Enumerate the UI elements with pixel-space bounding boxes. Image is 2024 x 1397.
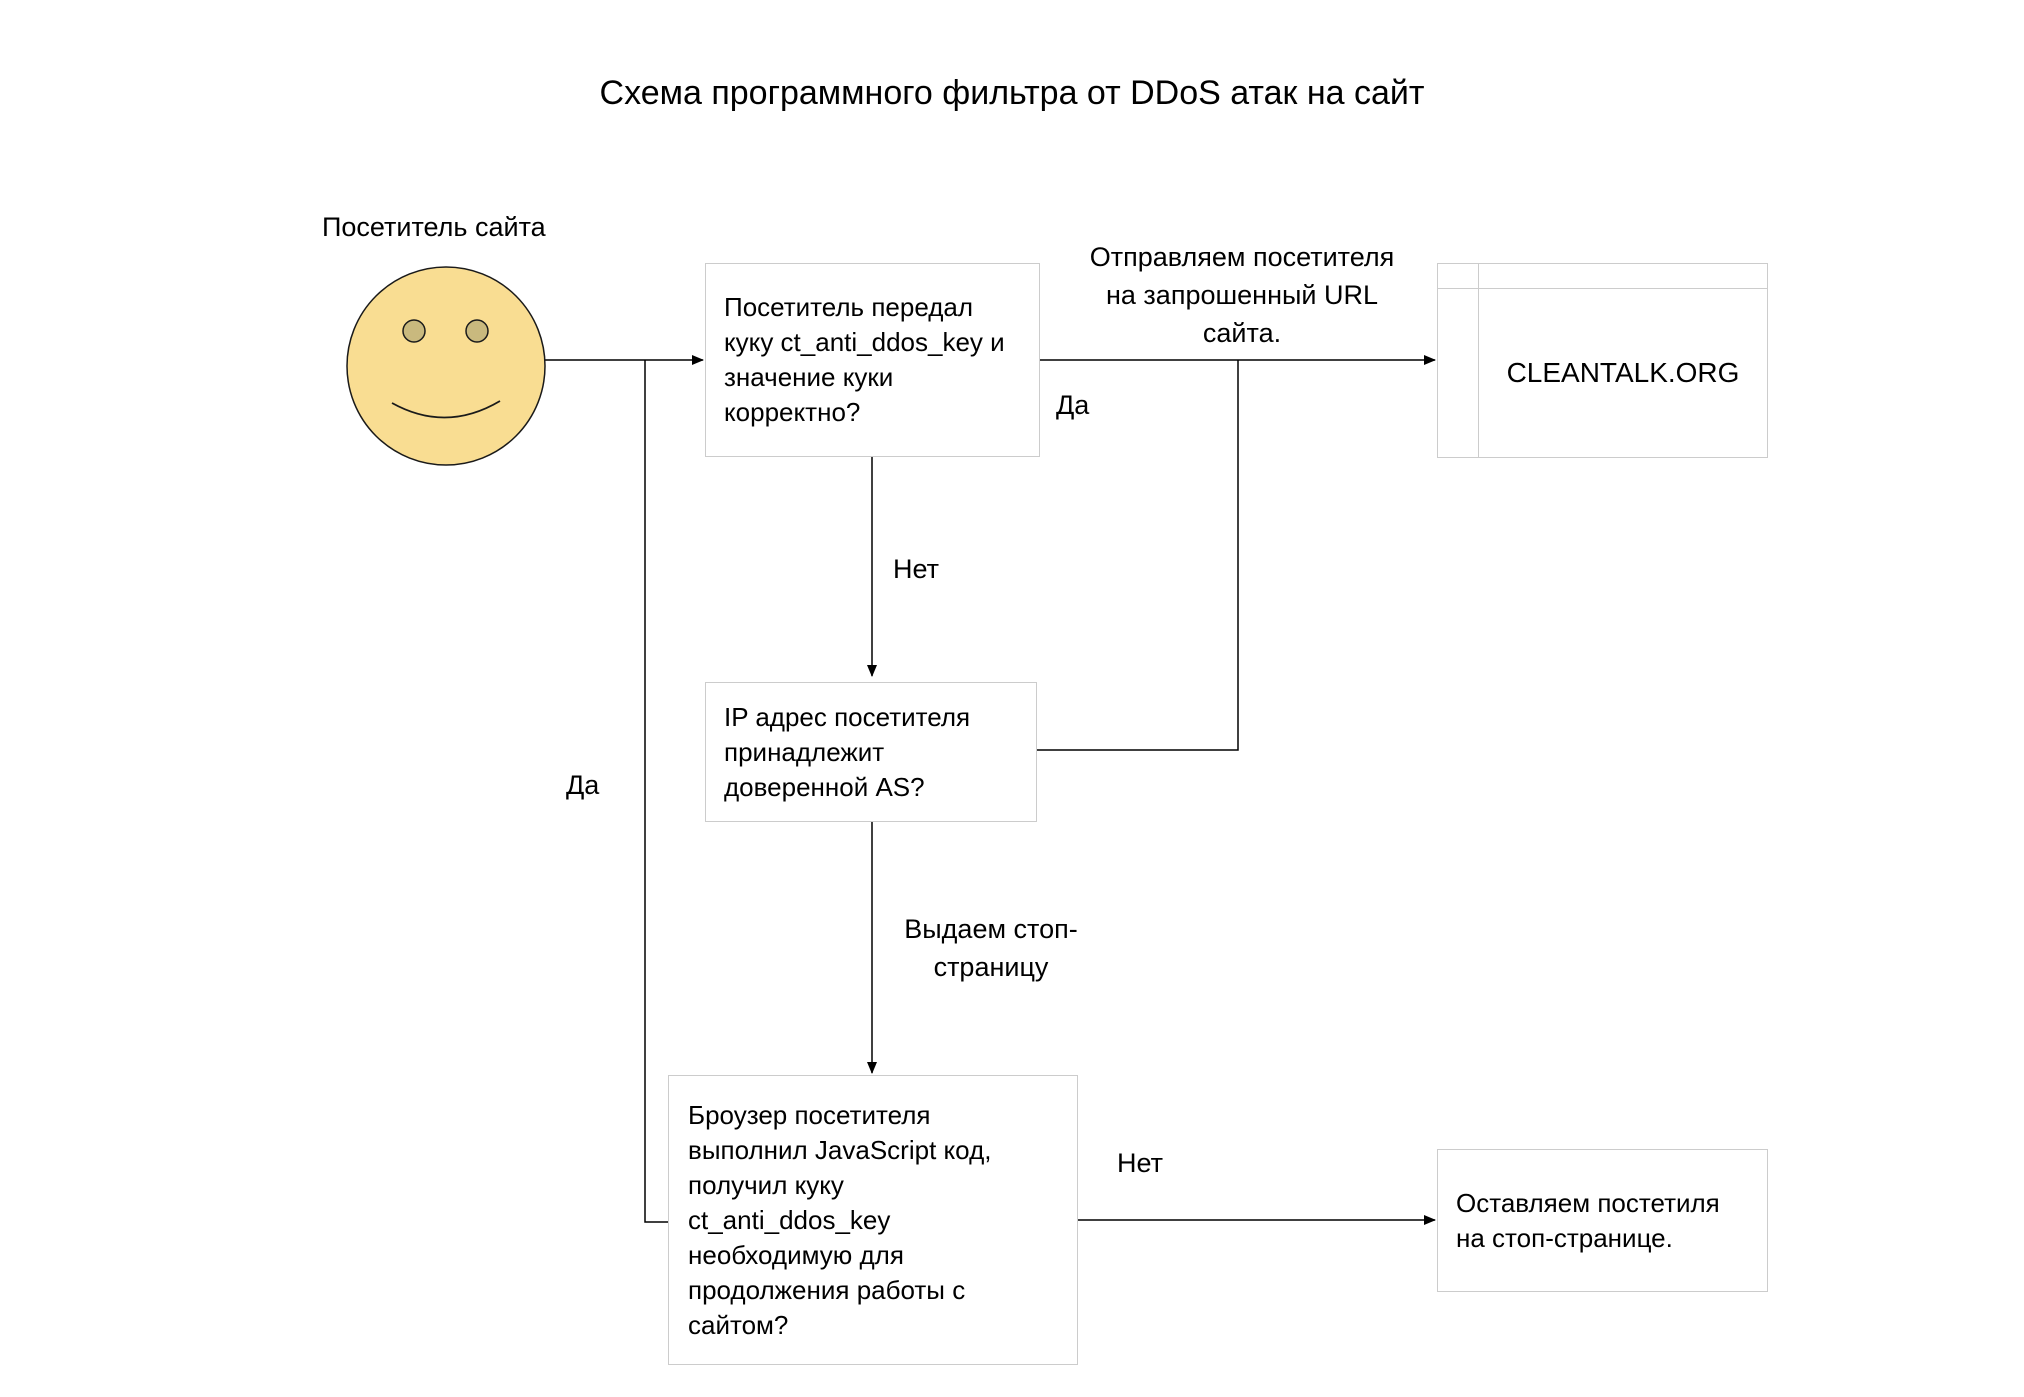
node-js-check-text: Броузер посетителя выполнил JavaScript к… [688, 1099, 992, 1340]
node-as-check-text: IP адрес посетителя принадлежит доверенн… [724, 701, 971, 802]
edge-label-no-to-stop-page: Нет [1117, 1148, 1163, 1178]
browser-topbar [1438, 264, 1767, 289]
node-js-check: Броузер посетителя выполнил JavaScript к… [668, 1075, 1078, 1365]
edge-label-no-to-as-check: Нет [893, 554, 939, 584]
diagram-title: Схема программного фильтра от DDoS атак … [599, 74, 1425, 112]
node-as-check: IP адрес посетителя принадлежит доверенн… [705, 682, 1037, 822]
edge-as-check-to-site [1037, 360, 1239, 751]
edge-label-yes-to-site: Да [1056, 390, 1090, 420]
browser-tab-cell [1438, 264, 1479, 288]
node-leave-on-stop-page: Оставляем постетиля на стоп-странице. [1437, 1149, 1768, 1292]
site-name: CLEANTALK.ORG [1506, 357, 1740, 388]
edge-label-send-to-url: Отправляем посетителя на запрошенный URL… [1089, 242, 1395, 348]
edge-label-issue-stop-page: Выдаем стоп-страницу [904, 914, 1078, 982]
edge-label-yes-loop: Да [566, 770, 600, 800]
edge-js-check-yes-loop [644, 360, 668, 1223]
node-leave-on-stop-page-text: Оставляем постетиля на стоп-странице. [1456, 1187, 1720, 1253]
browser-body: CLEANTALK.ORG [1438, 289, 1767, 457]
node-cookie-check: Посетитель передал куку ct_anti_ddos_key… [705, 263, 1040, 457]
visitor-label: Посетитель сайта [322, 212, 546, 242]
visitor-smiley-icon [346, 266, 546, 466]
browser-sidebar-cell [1438, 289, 1479, 457]
node-cookie-check-text: Посетитель передал куку ct_anti_ddos_key… [724, 292, 1005, 427]
browser-window: CLEANTALK.ORG [1437, 263, 1768, 458]
